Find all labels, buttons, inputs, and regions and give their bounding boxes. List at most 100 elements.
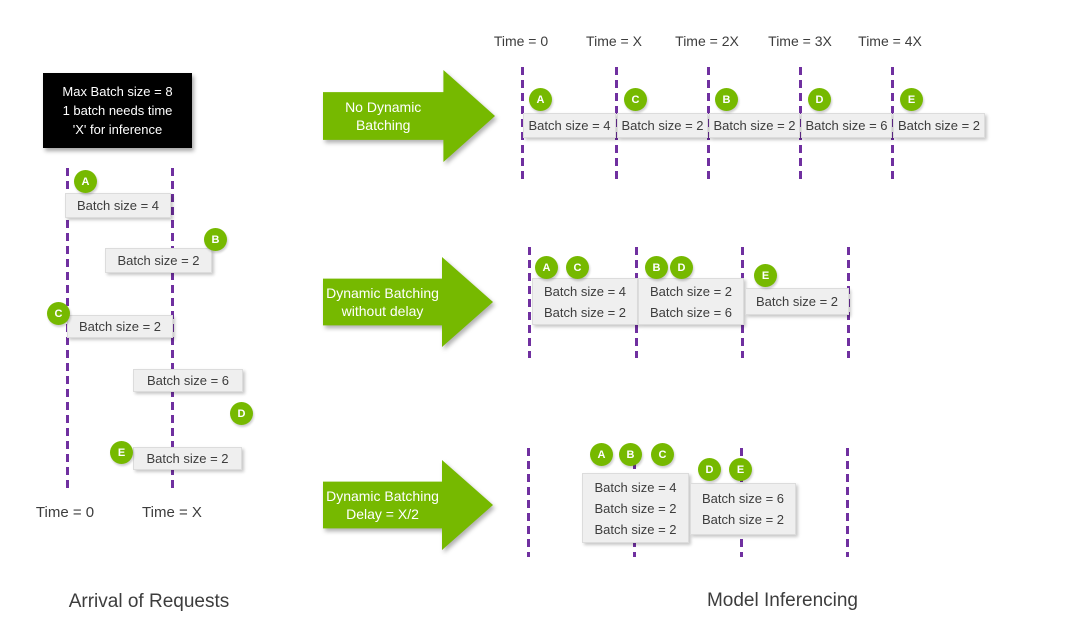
max-batch-note: Max Batch size = 8 1 batch needs time 'X… [43, 73, 192, 148]
row1-timeline [615, 67, 618, 180]
row3-timeline [846, 448, 849, 557]
batch-size-text: Batch size = 2 [117, 253, 200, 268]
badge-letter: C [658, 448, 667, 461]
row2-batch-ac: Batch size = 4 Batch size = 2 [532, 278, 638, 325]
row3-batch-de: Batch size = 6 Batch size = 2 [690, 483, 796, 535]
batch-size-text: Batch size = 2 [755, 294, 839, 309]
row1-timeline [891, 67, 894, 180]
badge-letter: B [652, 261, 661, 274]
row2-badge-c: C [566, 256, 589, 279]
note-line: Max Batch size = 8 [62, 84, 173, 99]
row2-badge-e: E [754, 264, 777, 287]
row1-batch-e: Batch size = 2 [893, 113, 985, 138]
badge-letter: D [677, 261, 686, 274]
batch-size-text: Batch size = 2 [897, 118, 981, 133]
time-3x-label: Time = 3X [768, 33, 832, 49]
badge-letter: E [117, 446, 126, 459]
batch-size-text: Batch size = 4 [76, 198, 160, 213]
batch-size-text: Batch size = 4 [543, 283, 627, 299]
batch-size-text: Batch size = 2 [543, 304, 627, 320]
arrow-label-line: Batching [355, 117, 411, 133]
request-badge-b: B [204, 228, 227, 251]
row1-timeline [799, 67, 802, 180]
batch-size-text: Batch size = 2 [78, 319, 162, 334]
row2-badge-d: D [670, 256, 693, 279]
badge-letter: B [626, 448, 635, 461]
arrow-dynamic-batching-delay: Dynamic Batching Delay = X/2 [323, 460, 493, 550]
badge-letter: C [573, 261, 582, 274]
row1-badge-a: A [529, 88, 552, 111]
badge-letter: D [815, 93, 824, 106]
badge-letter: C [54, 307, 63, 320]
row1-badge-e: E [900, 88, 923, 111]
batch-size-text: Batch size = 6 [146, 373, 230, 388]
arrival-time-x-label: Time = X [142, 504, 202, 521]
request-badge-e: E [110, 441, 133, 464]
arrow-label-line: Dynamic Batching [326, 488, 439, 504]
batch-size-text: Batch size = 2 [713, 118, 796, 133]
arrow-shape: Dynamic Batching without delay [323, 257, 493, 347]
batch-size-text: Batch size = 6 [805, 118, 888, 133]
badge-letter: A [597, 448, 606, 461]
time-x-label: Time = X [586, 33, 642, 49]
arrival-batch-e: Batch size = 2 [133, 447, 242, 470]
row2-batch-bd: Batch size = 2 Batch size = 6 [638, 278, 744, 325]
batch-size-text: Batch size = 2 [701, 512, 785, 527]
arrival-batch-a: Batch size = 4 [65, 193, 171, 218]
row1-badge-b: B [715, 88, 738, 111]
row3-badge-c: C [651, 443, 674, 466]
badge-letter: B [722, 93, 731, 106]
row3-badge-b: B [619, 443, 642, 466]
batch-size-text: Batch size = 2 [621, 118, 704, 133]
arrow-label: Dynamic Batching without delay [323, 284, 442, 320]
arrow-shape: No Dynamic Batching [323, 70, 495, 162]
inference-section-title: Model Inferencing [706, 590, 859, 611]
arrow-label-line: No Dynamic [345, 99, 422, 115]
row1-badge-c: C [624, 88, 647, 111]
row1-timeline [521, 67, 524, 180]
arrival-batch-b: Batch size = 2 [105, 248, 212, 273]
row1-batch-d: Batch size = 6 [801, 113, 892, 138]
badge-letter: E [736, 463, 745, 476]
arrow-label-line: Delay = X/2 [346, 506, 419, 522]
row1-timeline [707, 67, 710, 180]
arrow-no-dynamic-batching: No Dynamic Batching [323, 70, 495, 162]
badge-letter: D [705, 463, 714, 476]
note-line: 1 batch needs time [62, 103, 173, 118]
badge-letter: E [907, 93, 916, 106]
badge-letter: D [237, 407, 246, 420]
request-badge-d: D [230, 402, 253, 425]
arrow-dynamic-batching-no-delay: Dynamic Batching without delay [323, 257, 493, 347]
row1-batch-c: Batch size = 2 [617, 113, 708, 138]
arrow-label-line: without delay [341, 303, 424, 319]
time-4x-label: Time = 4X [858, 33, 922, 49]
badge-letter: A [81, 175, 90, 188]
arrival-batch-d: Batch size = 6 [133, 369, 243, 392]
batch-size-text: Batch size = 2 [146, 451, 229, 466]
badge-letter: A [542, 261, 551, 274]
row3-badge-d: D [698, 458, 721, 481]
row2-badge-b: B [645, 256, 668, 279]
arrow-label: Dynamic Batching Delay = X/2 [323, 487, 442, 523]
arrival-batch-c: Batch size = 2 [67, 315, 173, 338]
row3-badge-a: A [590, 443, 613, 466]
note-line: 'X' for inference [72, 122, 163, 137]
badge-letter: A [536, 93, 545, 106]
row3-timeline [527, 448, 530, 557]
row1-batch-b: Batch size = 2 [709, 113, 800, 138]
badge-letter: B [211, 233, 220, 246]
row3-badge-e: E [729, 458, 752, 481]
row2-timeline [528, 247, 531, 358]
arrow-shape: Dynamic Batching Delay = X/2 [323, 460, 493, 550]
request-badge-a: A [74, 170, 97, 193]
batch-size-text: Batch size = 6 [649, 304, 733, 320]
time-0-label: Time = 0 [493, 33, 549, 49]
row3-batch-abc: Batch size = 4 Batch size = 2 Batch size… [582, 473, 689, 543]
arrow-label: No Dynamic Batching [323, 98, 443, 134]
row1-batch-a: Batch size = 4 [523, 113, 616, 138]
batch-size-text: Batch size = 4 [528, 118, 611, 133]
arrival-time-0-label: Time = 0 [35, 504, 95, 521]
time-2x-label: Time = 2X [675, 33, 739, 49]
row2-badge-a: A [535, 256, 558, 279]
